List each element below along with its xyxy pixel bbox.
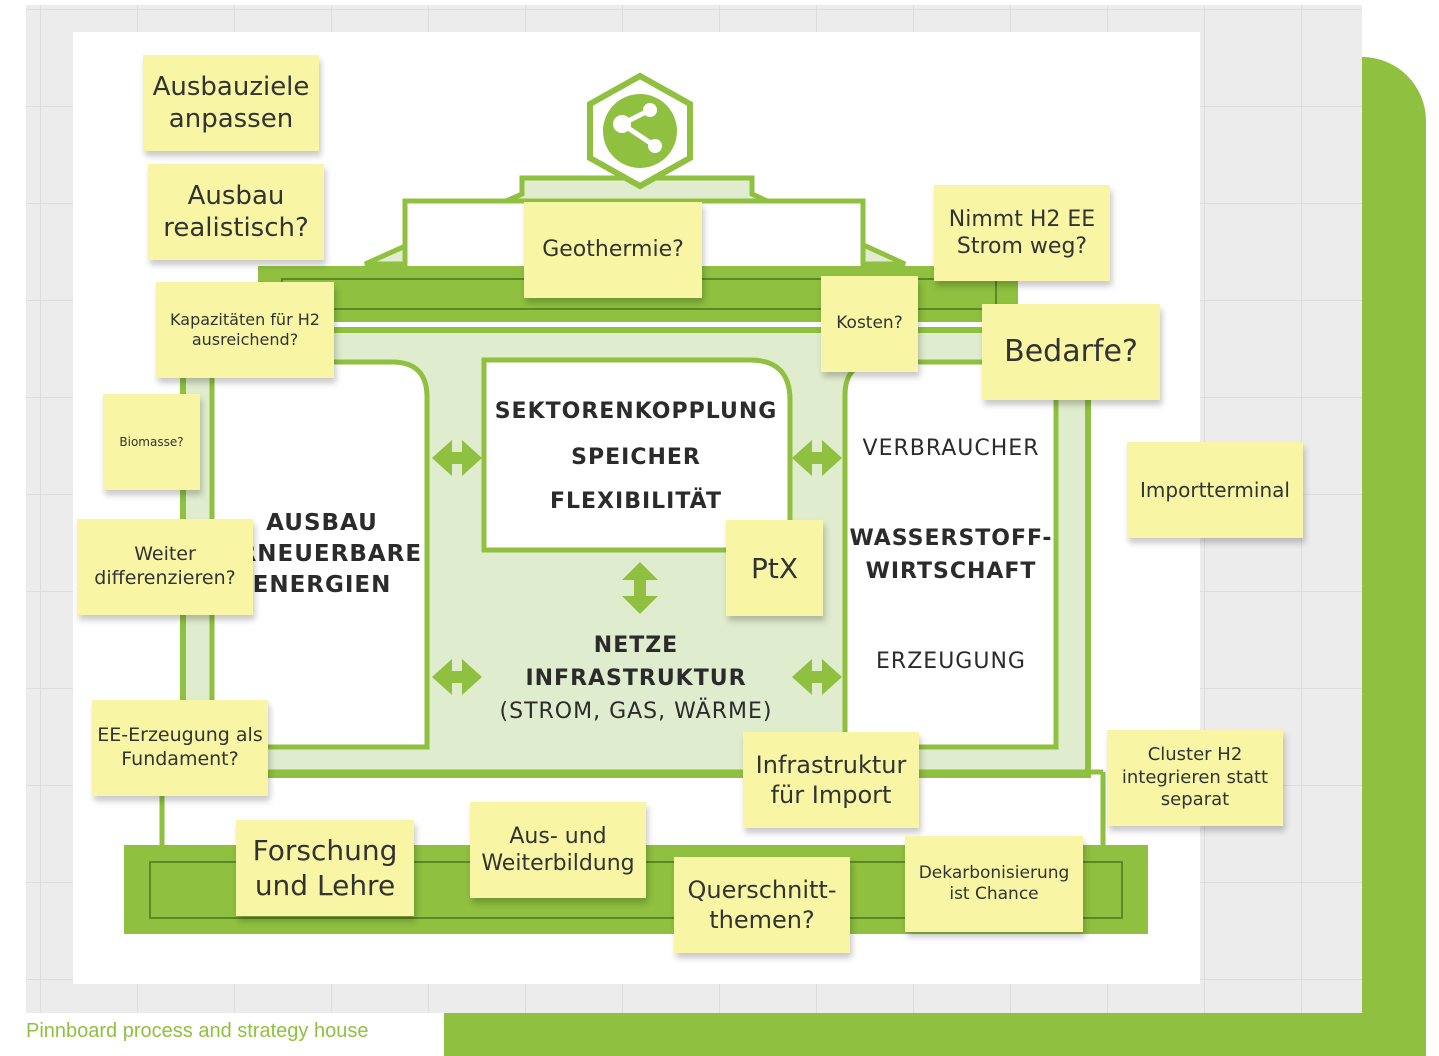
sticky-note[interactable]: Ausbau realistisch? <box>148 164 324 260</box>
right-pillar-bottom: ERZEUGUNG <box>876 649 1026 674</box>
sticky-note[interactable]: Dekarbonisierung ist Chance <box>905 836 1083 932</box>
center-top-line-3: FLEXIBILITÄT <box>550 488 722 514</box>
arrow-right-bottom-icon <box>792 659 842 695</box>
sticky-note[interactable]: Weiter differenzieren? <box>77 519 253 615</box>
right-pillar-middle-1: WASSERSTOFF- <box>849 526 1052 551</box>
image-caption: Pinnboard process and strategy house <box>26 1020 369 1042</box>
center-top-box <box>481 357 793 553</box>
arrow-left-top-icon <box>432 440 482 476</box>
arrow-left-bottom-icon <box>432 659 482 695</box>
center-top-line-1: SEKTORENKOPPLUNG <box>495 399 778 424</box>
sticky-note[interactable]: PtX <box>726 520 823 616</box>
arrow-vertical-icon <box>622 562 658 614</box>
sticky-note[interactable]: Biomasse? <box>103 394 200 490</box>
sticky-note[interactable]: EE-Erzeugung als Fundament? <box>92 700 268 796</box>
molecule-icon <box>603 94 677 168</box>
sticky-note[interactable]: Cluster H2 integrieren statt separat <box>1107 730 1283 826</box>
left-pillar-line-3: ENERGIEN <box>253 572 392 598</box>
sticky-note[interactable]: Geothermie? <box>524 202 702 298</box>
left-pillar-line-1: AUSBAU <box>266 510 378 536</box>
center-bottom-line-3: (STROM, GAS, WÄRME) <box>500 698 773 724</box>
left-pillar <box>209 359 430 750</box>
sticky-note[interactable]: Querschnitt-themen? <box>674 857 850 953</box>
sticky-note[interactable]: Importterminal <box>1127 442 1303 538</box>
sticky-note[interactable]: Nimmt H2 EE Strom weg? <box>934 185 1110 281</box>
center-bottom-line-1: NETZE <box>594 633 678 658</box>
sticky-note[interactable]: Forschung und Lehre <box>236 820 414 916</box>
sticky-note[interactable]: Aus- und Weiterbildung <box>470 802 646 898</box>
sticky-note[interactable]: Kapazitäten für H2 ausreichend? <box>156 282 334 378</box>
right-pillar <box>842 359 1059 750</box>
center-bottom-line-2: INFRASTRUKTUR <box>525 666 746 691</box>
sticky-note[interactable]: Kosten? <box>821 276 918 372</box>
left-pillar-line-2: ERNEUERBARE <box>222 541 422 567</box>
sticky-note[interactable]: Bedarfe? <box>982 304 1160 400</box>
right-pillar-middle-2: WIRTSCHAFT <box>866 559 1037 584</box>
arrow-right-top-icon <box>792 440 842 476</box>
right-pillar-top: VERBRAUCHER <box>863 436 1040 461</box>
sticky-note[interactable]: Ausbauziele anpassen <box>143 55 319 151</box>
sticky-note[interactable]: Infrastruktur für Import <box>743 732 919 828</box>
center-top-line-2: SPEICHER <box>571 445 701 470</box>
